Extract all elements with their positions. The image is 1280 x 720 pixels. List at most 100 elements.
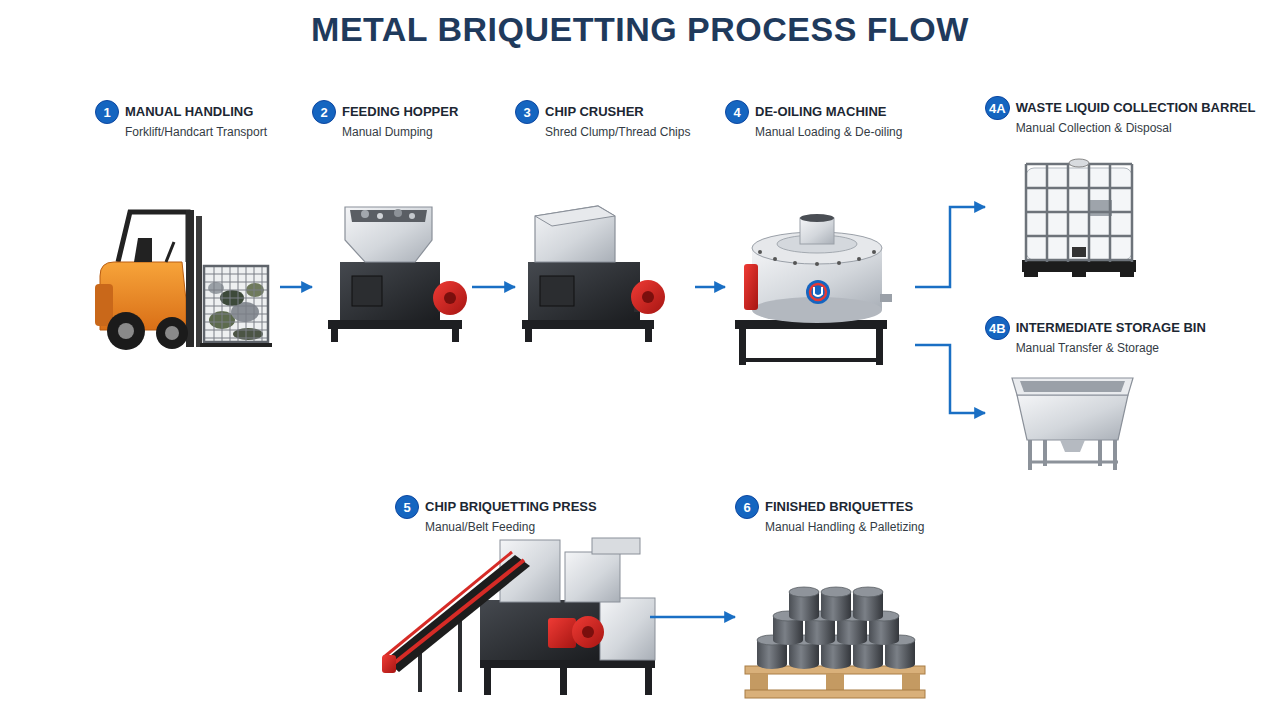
- forklift-illustration-part: [200, 343, 272, 347]
- briquettes-illustration-part: [826, 674, 844, 690]
- crusher-illustration-part: [642, 291, 654, 303]
- press-illustration-part: [384, 552, 512, 657]
- ibc-tote-illustration: [1022, 159, 1136, 277]
- press-illustration-part: [548, 618, 576, 648]
- step-text: FEEDING HOPPER Manual Dumping: [342, 100, 458, 140]
- crusher-illustration-part: [535, 206, 615, 262]
- step-text: WASTE LIQUID COLLECTION BARRELManual Col…: [1016, 96, 1256, 136]
- step-subtitle: Forklift/Handcart Transport: [125, 124, 267, 140]
- hopper-illustration-part: [331, 329, 338, 342]
- ibc-tote-illustration-part: [1072, 272, 1086, 277]
- step-header: 1 MANUAL HANDLING Forklift/Handcart Transp…: [95, 100, 267, 140]
- forklift-illustration: [95, 210, 272, 350]
- hopper-illustration-part: [433, 281, 467, 315]
- step-text: DE-OILING MACHINE Manual Loading & De-oil…: [755, 100, 902, 140]
- hopper-illustration-part: [352, 276, 382, 306]
- process-step: 1 MANUAL HANDLING Forklift/Handcart Transp…: [95, 100, 280, 355]
- flow-arrow: [650, 616, 735, 619]
- step-title: DE-OILING MACHINE: [755, 104, 902, 120]
- forklift-illustration-part: [204, 266, 268, 342]
- ibc-tote-illustration-part: [1022, 260, 1136, 272]
- process-step: 5CHIP BRIQUETTING PRESSManual/Belt Feedi…: [395, 495, 650, 700]
- hopper-illustration: [328, 207, 467, 342]
- deoiling-illustration-part: [793, 261, 797, 265]
- storage-bin-illustration-part: [1030, 440, 1115, 470]
- step-title: FEEDING HOPPER: [342, 104, 458, 120]
- press-illustration-part: [560, 668, 567, 695]
- forklift-illustration-part: [196, 216, 202, 347]
- hopper-illustration-part: [345, 207, 432, 262]
- press-illustration-part: [388, 560, 524, 668]
- ibc-tote-illustration-part: [1120, 272, 1134, 277]
- diagram-title: METAL BRIQUETTING PROCESS FLOW: [0, 10, 1280, 49]
- step-subtitle: Manual Collection & Disposal: [1016, 120, 1256, 136]
- forklift-illustration-part: [134, 238, 152, 262]
- step-subtitle: Manual Loading & De-oiling: [755, 124, 902, 140]
- briquettes-illustration-part: [745, 690, 925, 698]
- step-subtitle: Manual Dumping: [342, 124, 458, 140]
- deoiling-illustration-part: [857, 257, 861, 261]
- deoiling-illustration-part: [810, 284, 826, 300]
- ibc-tote-illustration-part: [1026, 168, 1132, 260]
- deoiling-illustration-part: [744, 264, 758, 310]
- step-header: 2FEEDING HOPPERManual Dumping: [312, 100, 458, 140]
- hopper-illustration-part: [452, 329, 459, 342]
- deoiling-illustration-part: [739, 329, 746, 365]
- press-illustration-part: [592, 538, 640, 554]
- deoiling-illustration-part: [806, 280, 830, 304]
- forklift-illustration-part: [118, 212, 188, 262]
- briquettes-illustration-part: [821, 587, 851, 621]
- hopper-illustration-part: [377, 213, 383, 219]
- crusher-illustration-part: [535, 206, 615, 226]
- step-text: CHIP CRUSHERShred Clump/Thread Chips: [545, 100, 690, 140]
- press-illustration-part: [600, 598, 655, 660]
- briquettes-illustration-part: [853, 587, 883, 621]
- deoiling-illustration-part: [814, 287, 822, 296]
- ibc-tote-illustration-part: [1090, 200, 1112, 216]
- deoiling-illustration-part: [746, 358, 876, 362]
- step-header: 4AWASTE LIQUID COLLECTION BARRELManual C…: [985, 96, 1255, 136]
- storage-bin-illustration-part: [1012, 378, 1133, 395]
- step-subtitle: Manual Handling & Palletizing: [765, 519, 924, 535]
- crusher-illustration-part: [525, 329, 532, 342]
- callout-number: 3: [515, 100, 539, 124]
- hopper-illustration-part: [394, 209, 402, 217]
- process-step: 4DE-OILING MACHINEManual Loading & De-oi…: [725, 100, 915, 370]
- press-illustration-part: [565, 552, 620, 602]
- hopper-illustration-part: [328, 320, 462, 329]
- forklift-illustration-part: [186, 210, 194, 347]
- forklift-illustration-part: [156, 317, 188, 349]
- step-title: FINISHED BRIQUETTES: [765, 499, 924, 515]
- step-title: INTERMEDIATE STORAGE BIN: [1016, 320, 1206, 336]
- briquettes-illustration-part: [750, 674, 768, 690]
- process-step: 2FEEDING HOPPERManual Dumping: [312, 100, 472, 345]
- crusher-illustration-part: [528, 262, 640, 320]
- step-header: 4BINTERMEDIATE STORAGE BINManual Transfe…: [985, 316, 1206, 356]
- flow-arrow: [472, 286, 515, 289]
- storage-bin-illustration-part: [1060, 440, 1085, 452]
- callout-number: 6: [735, 495, 759, 519]
- hopper-illustration-part: [409, 213, 415, 219]
- deoiling-illustration: [735, 214, 892, 365]
- deoiling-illustration-part: [837, 261, 841, 265]
- press-illustration-part: [382, 655, 396, 673]
- deoiling-illustration-part: [815, 262, 819, 266]
- deoiling-illustration-part: [872, 250, 876, 254]
- step-header: 6 FINISHED BRIQUETTES Manual Handling & Pa…: [735, 495, 924, 535]
- forklift-illustration-part: [166, 242, 174, 262]
- forklift-illustration-part: [107, 312, 145, 350]
- forklift-illustration-part: [118, 323, 134, 339]
- storage-bin-illustration: [1012, 378, 1133, 470]
- callout-number: 4B: [985, 316, 1010, 340]
- crusher-illustration-part: [540, 276, 574, 306]
- process-step: 6 FINISHED BRIQUETTES Manual Handling & Pa…: [735, 495, 930, 708]
- step-header: 4DE-OILING MACHINEManual Loading & De-oi…: [725, 100, 902, 140]
- press-illustration-part: [385, 555, 530, 672]
- deoiling-illustration-part: [880, 294, 892, 302]
- step-title: MANUAL HANDLING: [125, 104, 267, 120]
- hopper-illustration-part: [361, 210, 369, 218]
- callout-number: 1: [95, 100, 119, 124]
- step-subtitle: Shred Clump/Thread Chips: [545, 124, 690, 140]
- storage-bin-illustration-part: [1017, 395, 1128, 440]
- step-text: MANUAL HANDLING Forklift/Handcart Transpo…: [125, 100, 267, 140]
